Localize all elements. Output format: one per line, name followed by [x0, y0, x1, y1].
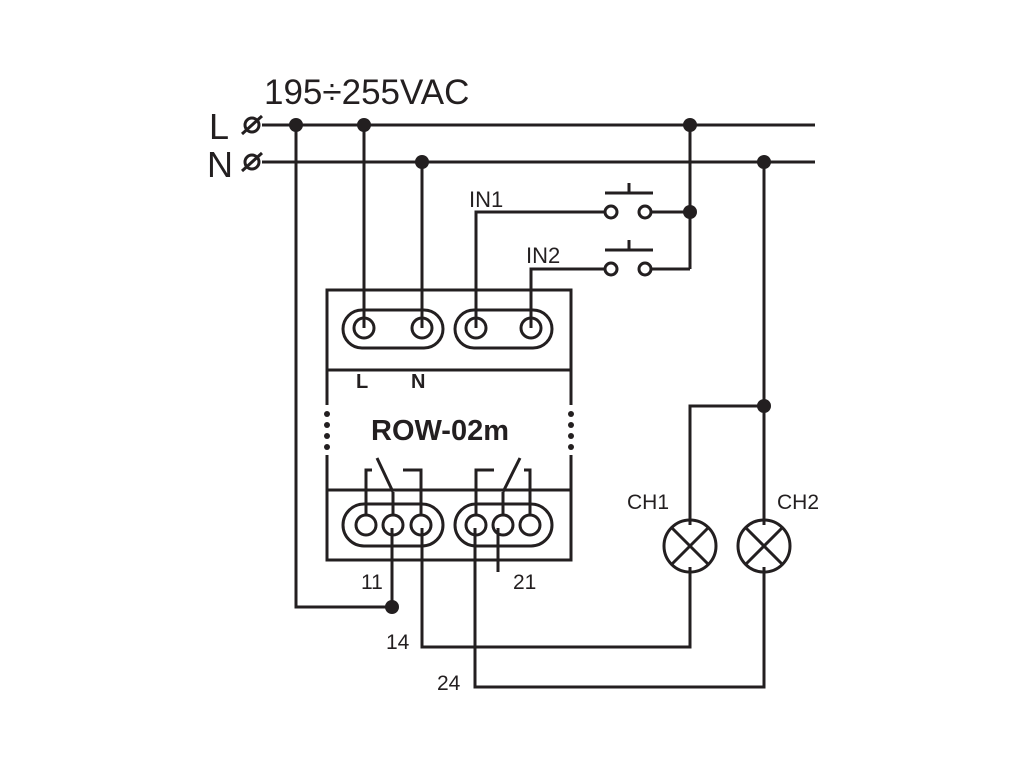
relay-module — [324, 288, 574, 562]
ch2-label: CH2 — [777, 491, 819, 514]
contact-24-label: 24 — [437, 672, 461, 695]
junction-dot — [683, 118, 697, 132]
device-terminal-l-label: L — [356, 371, 368, 393]
junction-dot — [357, 118, 371, 132]
neutral-terminal-symbol — [240, 151, 264, 173]
junction-dot — [289, 118, 303, 132]
junction-dot — [415, 155, 429, 169]
neutral-label: N — [207, 144, 233, 185]
relay-contact-ch1 — [364, 457, 423, 515]
terminal-screw — [491, 513, 515, 537]
terminal-screw — [410, 316, 434, 340]
junction-dots — [289, 118, 771, 614]
lamp-ch1-icon — [662, 518, 718, 574]
terminal-screw — [352, 316, 376, 340]
device-terminal-n-label: N — [411, 371, 425, 393]
in1-label: IN1 — [469, 187, 503, 212]
junction-dot — [385, 600, 399, 614]
ch1-label: CH1 — [627, 491, 669, 514]
supply-rails — [240, 114, 815, 173]
terminal-screw — [354, 513, 378, 537]
break-marks — [324, 411, 574, 450]
contact-11-label: 11 — [361, 571, 383, 594]
in2-label: IN2 — [526, 243, 560, 268]
terminal-block-supply — [341, 308, 445, 350]
lamp-ch2-icon — [736, 518, 792, 574]
terminal-block-inputs — [453, 308, 554, 350]
line-terminal-symbol — [240, 114, 264, 136]
contact-14-label: 14 — [386, 631, 410, 654]
pushbutton-in1 — [603, 183, 653, 220]
device-name: ROW-02m — [371, 415, 509, 447]
terminal-screw — [518, 513, 542, 537]
line-label: L — [209, 106, 229, 147]
terminal-screw — [519, 316, 543, 340]
junction-dot — [683, 205, 697, 219]
pushbutton-in2 — [603, 240, 653, 277]
junction-dot — [757, 155, 771, 169]
supply-voltage-label: 195÷255VAC — [264, 73, 469, 112]
relay-contact-ch2 — [474, 457, 532, 515]
contact-21-label: 21 — [513, 571, 536, 594]
junction-dot — [757, 399, 771, 413]
terminal-screw — [464, 316, 488, 340]
